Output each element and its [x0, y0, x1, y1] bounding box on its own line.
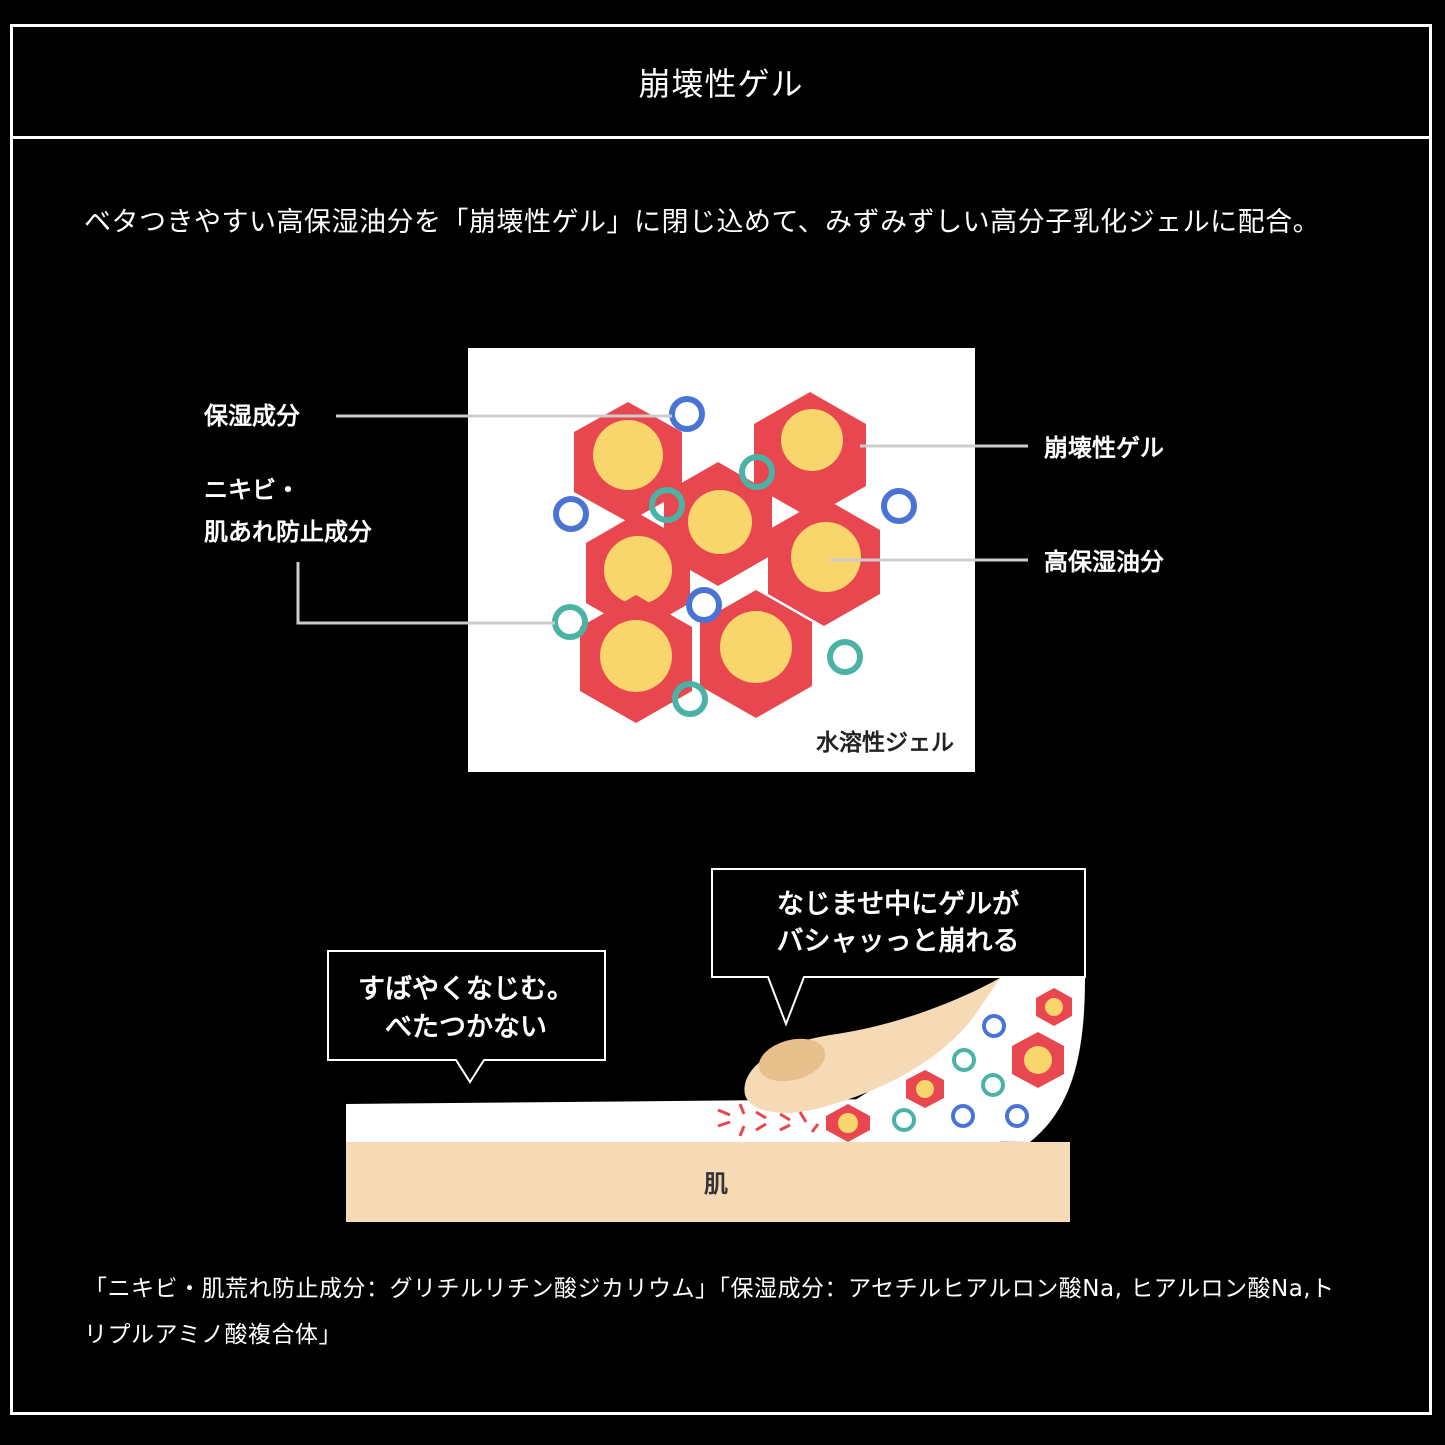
gel-particle-small — [1036, 988, 1072, 1026]
label-water-gel: 水溶性ジェル — [816, 729, 954, 756]
gel-particle-small — [906, 1070, 944, 1108]
gel-particle — [768, 498, 880, 626]
acne-prevention-ring — [739, 454, 775, 490]
page-title: 崩壊性ゲル — [638, 64, 804, 103]
acne-prevention-ring — [649, 487, 685, 523]
ingredient-footnote: 「ニキビ・肌荒れ防止成分：グリチルリチン酸ジカリウム」「保湿成分：アセチルヒアル… — [84, 1276, 1335, 1348]
leader-lines — [296, 414, 1028, 625]
header-bar: 崩壊性ゲル — [13, 27, 1429, 139]
structure-diagram: 保湿成分 ニキビ・ 肌あれ防止成分 崩壊性ゲル 高保湿油分 水溶性ジェル — [203, 348, 1164, 772]
label-acne-line1: ニキビ・ — [204, 476, 300, 504]
gel-particle — [580, 595, 692, 723]
gel-particle-small — [1012, 1032, 1064, 1088]
speech-bubble-left: すばやくなじむ。 べたつかない — [327, 950, 606, 1084]
gel-particle-small — [826, 1104, 870, 1142]
bubble-right-line1: なじませ中にゲルが — [777, 888, 1019, 920]
acne-prevention-ring — [952, 1048, 976, 1072]
moisturizer-ring — [951, 1104, 975, 1128]
bubble-left-line1: すばやくなじむ。 — [358, 974, 574, 1005]
moisturizer-ring — [669, 396, 705, 432]
label-high-moisture-oil: 高保湿油分 — [1044, 548, 1164, 576]
moisturizer-ring — [881, 488, 917, 524]
bubble-right-line2: バシャッっと崩れる — [777, 926, 1020, 957]
label-acne-line2: 肌あれ防止成分 — [204, 518, 372, 546]
moisturizer-ring — [553, 496, 589, 532]
moisturizer-ring — [1005, 1104, 1029, 1128]
finger — [744, 978, 1000, 1113]
acne-prevention-ring — [827, 639, 863, 675]
gel-particle — [664, 462, 772, 586]
acne-prevention-ring — [892, 1108, 916, 1132]
skin-label: 肌 — [704, 1170, 728, 1198]
collapse-burst — [717, 1103, 820, 1137]
intro-text: ベタつきやすい高保湿油分を「崩壊性ゲル」に閉じ込めて、みずみずしい高分子乳化ジェ… — [84, 207, 1321, 238]
content-frame: 崩壊性ゲル — [10, 24, 1432, 1415]
gel-particle — [586, 513, 690, 633]
fingernail — [758, 1038, 826, 1082]
gel-particle — [700, 590, 812, 718]
gel-particle — [754, 392, 866, 518]
acne-prevention-ring — [981, 1073, 1005, 1097]
bubble-left-line2: べたつかない — [385, 1012, 547, 1043]
acne-prevention-ring — [672, 681, 708, 717]
label-collapsible-gel: 崩壊性ゲル — [1044, 434, 1164, 462]
moisturizer-ring — [982, 1014, 1006, 1038]
label-moisturizer: 保湿成分 — [203, 402, 300, 430]
application-diagram: 肌 — [327, 868, 1086, 1222]
moisturizer-ring — [686, 587, 722, 623]
speech-bubble-right: なじませ中にゲルが バシャッっと崩れる — [711, 868, 1086, 1027]
skin-block — [346, 1142, 1070, 1222]
